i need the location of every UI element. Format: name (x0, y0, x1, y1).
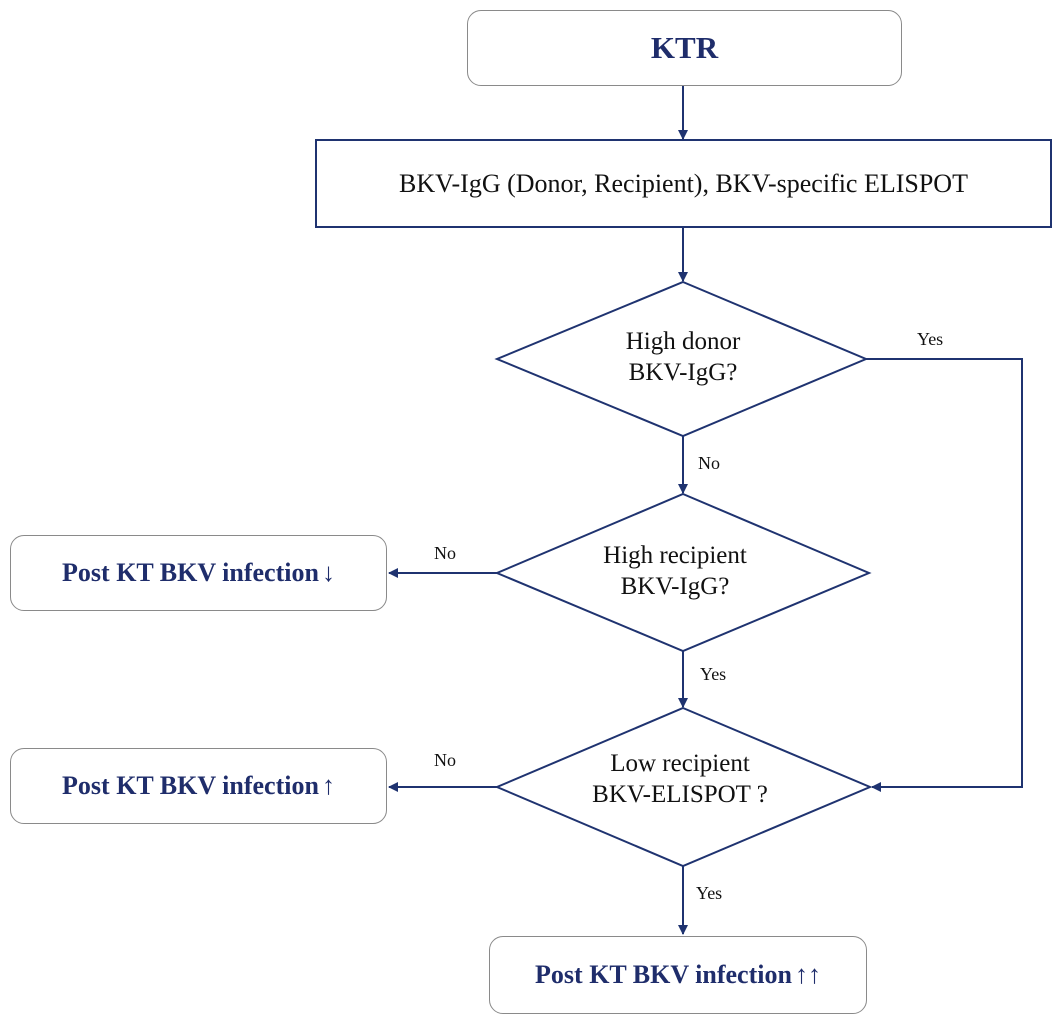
outcome-high-label: Post KT BKV infection (62, 771, 319, 800)
decision-elispot-line1: Low recipient (610, 750, 750, 777)
edge-label-donor-yes: Yes (917, 329, 944, 349)
arrow-down-icon: ↓ (321, 558, 335, 587)
tests-node: BKV-IgG (Donor, Recipient), BKV-specific… (315, 139, 1052, 228)
outcome-very-high-node: Post KT BKV infection ↑↑ (489, 936, 867, 1014)
decision-elispot-line2: BKV-ELISPOT ? (592, 781, 768, 808)
outcome-low-node: Post KT BKV infection ↓ (10, 535, 387, 611)
outcome-high-node: Post KT BKV infection ↑ (10, 748, 387, 824)
arrow-up-icon: ↑ (321, 771, 335, 800)
outcome-very-high-label: Post KT BKV infection (535, 960, 792, 989)
outcome-low-label: Post KT BKV infection (62, 558, 319, 587)
double-arrow-up-icon: ↑↑ (794, 960, 821, 989)
decision-donor-line2: BKV-IgG? (628, 359, 738, 386)
decision-recipient-igg-line2: BKV-IgG? (620, 573, 730, 600)
decision-recipient-igg-line1: High recipient (603, 542, 747, 569)
decision-donor-line1: High donor (625, 328, 741, 355)
start-node: KTR (467, 10, 902, 86)
arrow-donor-yes (866, 358, 1023, 792)
edge-label-recipient-no: No (434, 543, 456, 563)
decision-elispot-text: Low recipient BKV-ELISPOT ? (555, 748, 805, 810)
edge-label-recipient-yes: Yes (700, 664, 727, 684)
edge-label-donor-no: No (698, 453, 720, 473)
edge-label-elispot-no: No (434, 750, 456, 770)
decision-recipient-igg-text: High recipient BKV-IgG? (555, 540, 795, 602)
decision-donor-text: High donor BKV-IgG? (563, 326, 803, 388)
tests-node-label: BKV-IgG (Donor, Recipient), BKV-specific… (399, 168, 968, 198)
edge-label-elispot-yes: Yes (696, 883, 723, 903)
start-node-label: KTR (650, 30, 719, 65)
